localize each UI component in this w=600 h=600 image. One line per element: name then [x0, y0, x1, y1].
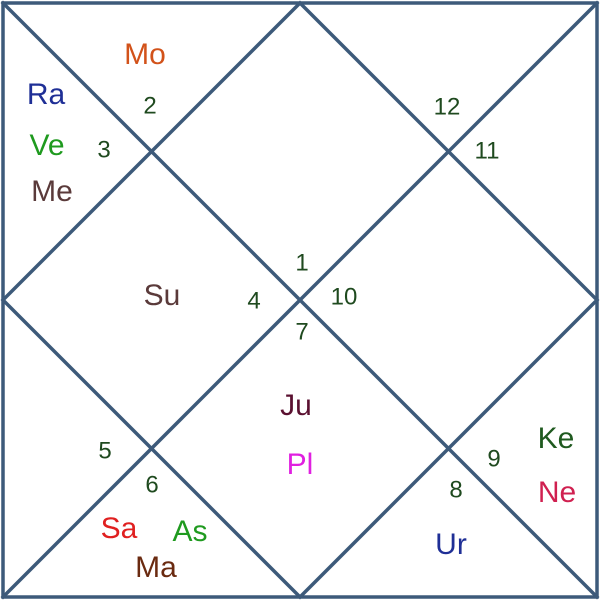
planet-ve: Ve: [29, 129, 64, 162]
house-number-6: 6: [145, 471, 158, 498]
planet-sa: Sa: [101, 512, 138, 545]
house-number-2: 2: [143, 92, 156, 119]
planet-as: As: [172, 515, 207, 548]
planet-ur: Ur: [435, 528, 467, 561]
planet-su: Su: [144, 279, 181, 312]
house-number-8: 8: [449, 476, 462, 503]
planet-ma: Ma: [135, 551, 177, 584]
planet-ju: Ju: [280, 389, 312, 422]
planet-ne: Ne: [538, 476, 576, 509]
house-number-5: 5: [98, 437, 111, 464]
planet-ke: Ke: [538, 422, 575, 455]
house-number-4: 4: [247, 287, 260, 314]
planet-ra: Ra: [27, 78, 66, 111]
house-number-1: 1: [295, 249, 308, 276]
house-number-9: 9: [487, 445, 500, 472]
house-number-12: 12: [434, 93, 461, 120]
house-number-11: 11: [475, 137, 500, 164]
planet-me: Me: [31, 175, 73, 208]
planet-pl: Pl: [287, 448, 314, 481]
planet-mo: Mo: [124, 38, 166, 71]
house-number-10: 10: [331, 283, 358, 310]
house-number-3: 3: [97, 136, 110, 163]
house-number-7: 7: [295, 318, 308, 345]
